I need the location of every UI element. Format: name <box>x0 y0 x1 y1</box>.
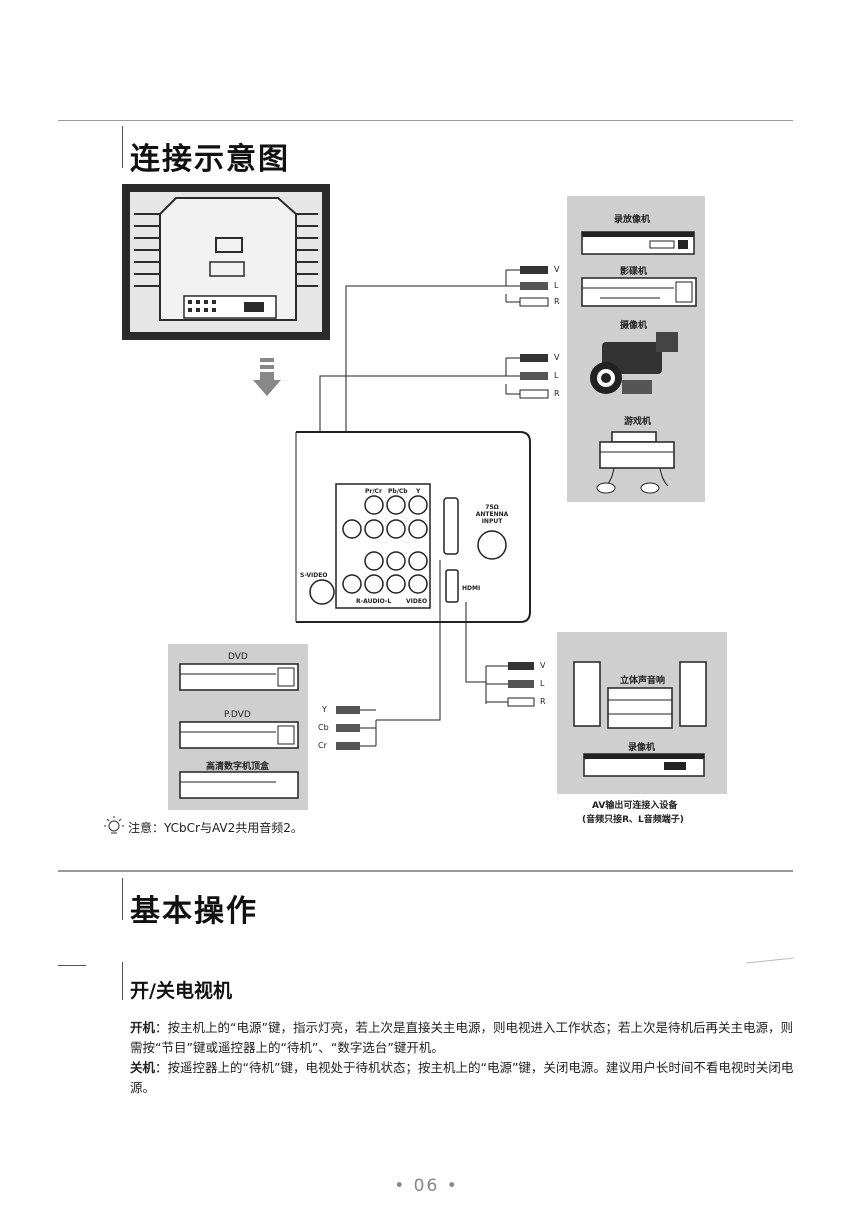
panel-label-pb-cb: Pb/Cb <box>388 488 408 495</box>
plug-mid-v: V <box>554 353 560 362</box>
section-title-connection: 连接示意图 <box>130 142 290 177</box>
section2-rule <box>58 870 793 872</box>
power-on-paragraph: 开机：按主机上的“电源”键，指示灯亮，若上次是直接关主电源，则电视进入工作状态；… <box>130 1018 795 1058</box>
label-cb: Cb <box>318 723 329 732</box>
panel-label-r-audio-l: R-AUDIO-L <box>356 598 392 605</box>
title-bar-1 <box>122 126 123 168</box>
note-text: 注意：YCbCr与AV2共用音频2。 <box>128 821 303 835</box>
stereo-device <box>573 661 707 729</box>
lightbulb-icon <box>104 816 124 834</box>
recorder-device <box>583 753 705 777</box>
rca-plugs-middle <box>506 354 549 399</box>
section-title-basic-ops: 基本操作 <box>130 894 258 929</box>
power-off-label: 关机 <box>130 1060 156 1075</box>
label-recorder: 录像机 <box>628 743 656 753</box>
panel-label-antenna: 75Ω ANTENNA INPUT <box>475 504 509 525</box>
pdvd-device <box>179 721 299 749</box>
label-dvd: DVD <box>228 652 248 662</box>
title-bar-3 <box>122 962 123 1000</box>
power-off-text: ：按遥控器上的“待机”键，电视处于待机状态；按主机上的“电源”键，关闭电源。建议… <box>130 1060 794 1095</box>
set-top-box-device <box>179 771 299 799</box>
subsection-title-power: 开/关电视机 <box>130 980 232 1002</box>
label-cr: Cr <box>318 741 327 750</box>
title-bar-2 <box>122 878 123 920</box>
label-pdvd: P.DVD <box>224 710 251 720</box>
vcd-device <box>581 277 697 307</box>
plug-mid-r: R <box>554 389 560 398</box>
plug-bottom-l: L <box>540 679 545 688</box>
power-on-label: 开机 <box>130 1020 156 1035</box>
vcr-device <box>581 231 695 255</box>
cables-output <box>375 560 487 746</box>
panel-label-hdmi: HDMI <box>462 585 481 592</box>
panel-label-video: VIDEO <box>406 598 428 605</box>
plug-top-v: V <box>554 265 560 274</box>
label-vcr: 录放像机 <box>614 215 651 225</box>
game-console-device <box>596 431 675 494</box>
tv-connector-panel <box>295 431 531 623</box>
ycbcr-plugs <box>336 706 376 750</box>
power-off-paragraph: 关机：按遥控器上的“待机”键，电视处于待机状态；按主机上的“电源”键，关闭电源。… <box>130 1058 795 1098</box>
dvd-device <box>179 663 299 691</box>
camcorder-device <box>590 332 678 394</box>
plug-mid-l: L <box>554 371 559 380</box>
tv-rear-view <box>122 184 330 340</box>
panel-label-s-video: S-VIDEO <box>300 572 328 579</box>
label-vcd: 影碟机 <box>620 267 648 277</box>
panel-label-y: Y <box>416 488 421 495</box>
label-game: 游戏机 <box>624 417 652 427</box>
power-on-text: ：按主机上的“电源”键，指示灯亮，若上次是直接关主电源，则电视进入工作状态；若上… <box>130 1020 793 1055</box>
down-arrow-icon <box>253 358 281 396</box>
av-output-note-line2: (音频只接R、L音频端子) <box>582 815 684 825</box>
top-rule <box>58 120 793 121</box>
plug-top-r: R <box>554 297 560 306</box>
panel-label-pr-cr: Pr/Cr <box>365 488 382 495</box>
plug-top-l: L <box>554 281 559 290</box>
av-output-note-line1: AV输出可连接入设备 <box>592 801 678 811</box>
label-stereo: 立体声音响 <box>620 676 666 686</box>
plug-bottom-r: R <box>540 697 546 706</box>
label-y: Y <box>322 705 327 714</box>
page-number: • 06 • <box>394 1176 459 1196</box>
label-camera: 摄像机 <box>620 321 648 331</box>
rca-plugs-bottom <box>486 662 535 707</box>
subsection-left-dash <box>58 965 86 966</box>
plug-bottom-v: V <box>540 661 546 670</box>
rca-plugs-top <box>506 266 549 307</box>
label-stb: 高清数字机顶盒 <box>206 762 270 772</box>
